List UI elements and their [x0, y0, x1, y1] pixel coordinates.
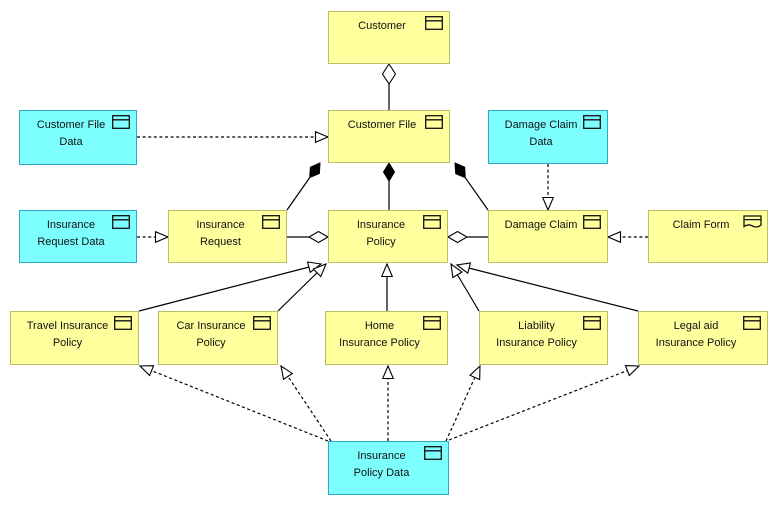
node-insurance-policy-label: Insurance Policy [356, 219, 406, 248]
business-object-icon [425, 115, 444, 129]
node-customer[interactable]: Customer [328, 11, 450, 64]
node-claim-form[interactable]: Claim Form [648, 210, 768, 263]
business-object-icon [262, 215, 281, 229]
data-object-icon [112, 215, 131, 229]
business-object-icon [423, 316, 442, 330]
node-insurance-policy[interactable]: Insurance Policy [328, 210, 448, 263]
node-customer-file-label: Customer File [347, 119, 417, 131]
connection-ipd-car-realization[interactable] [281, 366, 332, 442]
business-object-icon [583, 316, 602, 330]
node-damage-claim[interactable]: Damage Claim [488, 210, 608, 263]
node-insurance-request[interactable]: Insurance Request [168, 210, 287, 263]
node-car-insurance-policy-label: Car Insurance Policy [176, 320, 246, 349]
node-claim-form-label: Claim Form [672, 219, 730, 231]
node-home-insurance-policy-label: Home Insurance Policy [339, 320, 420, 349]
connection-travel-specialization[interactable] [138, 264, 321, 312]
business-object-icon [114, 316, 133, 330]
connection-ipd-travel-realization[interactable] [140, 366, 329, 442]
connection-aggregation-damage-claim[interactable] [446, 230, 488, 244]
node-home-insurance-policy[interactable]: Home Insurance Policy [325, 311, 448, 365]
node-legal-aid-insurance-policy-label: Legal aid Insurance Policy [655, 320, 737, 349]
connection-composition-damage-claim[interactable] [454, 162, 489, 211]
node-insurance-policy-data-label: Insurance Policy Data [353, 450, 410, 479]
node-customer-file-data[interactable]: Customer File Data [19, 110, 137, 165]
business-object-icon [583, 215, 602, 229]
node-customer-label: Customer [358, 20, 406, 32]
connection-aggregation-insurance-request[interactable] [287, 230, 330, 244]
node-customer-file[interactable]: Customer File [328, 110, 450, 163]
node-damage-claim-data[interactable]: Damage Claim Data [488, 110, 608, 164]
connection-ipd-liability-realization[interactable] [445, 366, 480, 442]
node-insurance-request-data-label: Insurance Request Data [37, 219, 105, 248]
connection-composition-insurance-request[interactable] [286, 162, 321, 211]
connection-customer-aggregation[interactable] [381, 62, 397, 110]
business-object-icon [743, 316, 762, 330]
connection-composition-insurance-policy[interactable] [382, 162, 396, 210]
connection-liability-specialization[interactable] [451, 264, 480, 312]
node-travel-insurance-policy[interactable]: Travel Insurance Policy [10, 311, 139, 365]
node-insurance-request-data[interactable]: Insurance Request Data [19, 210, 137, 263]
node-travel-insurance-policy-label: Travel Insurance Policy [26, 320, 109, 349]
business-object-icon [253, 316, 272, 330]
node-insurance-policy-data[interactable]: Insurance Policy Data [328, 441, 449, 495]
connection-legal-aid-specialization[interactable] [457, 265, 639, 312]
node-legal-aid-insurance-policy[interactable]: Legal aid Insurance Policy [638, 311, 768, 365]
node-damage-claim-label: Damage Claim [504, 219, 578, 231]
connection-car-specialization[interactable] [277, 264, 326, 312]
node-liability-insurance-policy-label: Liability Insurance Policy [496, 320, 577, 349]
node-customer-file-data-label: Customer File Data [36, 119, 106, 148]
node-car-insurance-policy[interactable]: Car Insurance Policy [158, 311, 278, 365]
node-liability-insurance-policy[interactable]: Liability Insurance Policy [479, 311, 608, 365]
business-object-icon [423, 215, 442, 229]
representation-icon [743, 215, 762, 229]
node-insurance-request-label: Insurance Request [196, 219, 245, 248]
data-object-icon [583, 115, 602, 129]
business-object-icon [425, 16, 444, 30]
data-object-icon [424, 446, 443, 460]
connection-ipd-legal-aid-realization[interactable] [448, 366, 639, 441]
data-object-icon [112, 115, 131, 129]
node-damage-claim-data-label: Damage Claim Data [504, 119, 578, 148]
